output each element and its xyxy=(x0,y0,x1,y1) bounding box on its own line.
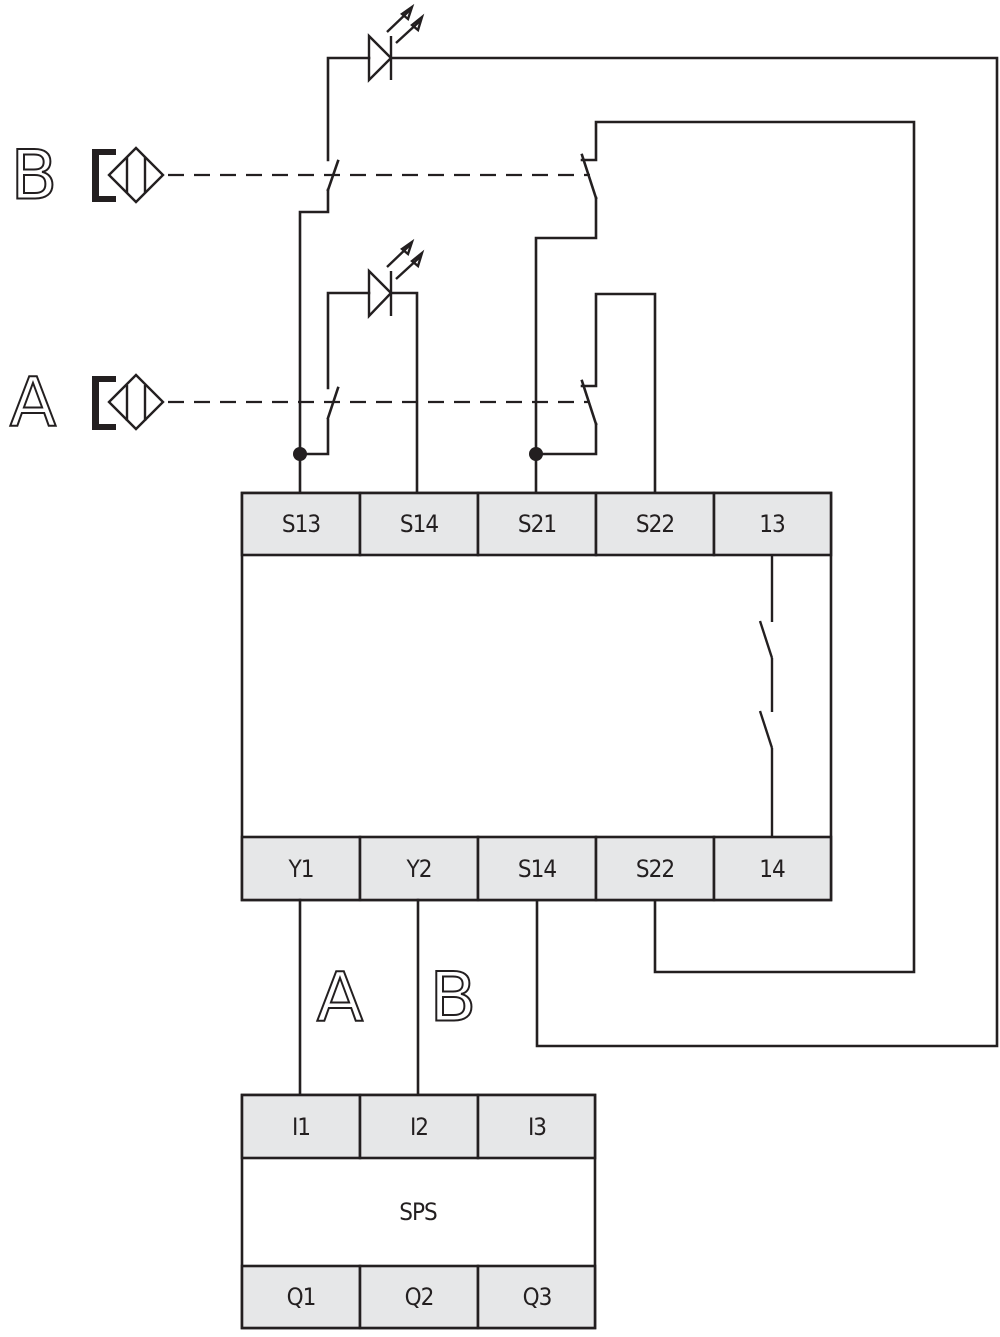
terminal-s22-bottom xyxy=(594,835,716,902)
signal-a-label: A xyxy=(317,959,364,1038)
led-a-icon xyxy=(367,238,425,319)
wire-s21-junction xyxy=(534,422,598,456)
switch-a-nc-contact xyxy=(580,379,598,426)
terminal-label: 14 xyxy=(759,855,785,883)
sensor-a-label: A xyxy=(10,364,57,443)
junction-dot-s13 xyxy=(293,447,307,461)
wire-s13-main xyxy=(298,188,330,495)
terminal-label: S22 xyxy=(636,855,674,883)
plc-output-q2 xyxy=(358,1264,480,1330)
led-b-icon xyxy=(367,3,425,83)
switch-b-nc-contact xyxy=(580,153,598,200)
safety-relay-body xyxy=(240,491,833,902)
switch-a-no-contact xyxy=(326,386,340,420)
plc-output-q3 xyxy=(476,1264,597,1330)
plc-title: SPS xyxy=(399,1198,437,1226)
signal-b-label: B xyxy=(430,959,477,1038)
plc-inputs: I1 I2 I3 xyxy=(240,1093,597,1160)
wire-switch-a-nc-to-s22 xyxy=(580,292,657,495)
plc-input-label: I1 xyxy=(292,1113,310,1141)
wire-led-b-return xyxy=(389,56,999,1048)
terminal-label: S14 xyxy=(400,510,438,538)
terminal-14 xyxy=(712,835,833,902)
wire-led-a-to-s14 xyxy=(389,291,419,495)
wire-switch-b-to-led-b xyxy=(326,56,371,162)
plc-outputs: Q1 Q2 Q3 xyxy=(240,1264,597,1330)
wire-s21-main xyxy=(534,196,598,495)
plc-output-label: Q1 xyxy=(287,1283,316,1311)
wire-switch-b-nc-top xyxy=(580,120,916,974)
terminal-label: Y1 xyxy=(288,855,314,883)
wire-junction-a xyxy=(298,418,330,456)
junction-dot-s21 xyxy=(529,447,543,461)
sensor-b-label: B xyxy=(11,137,58,216)
plc-input-i1 xyxy=(240,1093,362,1160)
terminal-label: S21 xyxy=(518,510,556,538)
terminal-13 xyxy=(712,491,833,557)
terminal-label: 13 xyxy=(759,510,785,538)
switch-b-no-contact xyxy=(326,159,340,192)
terminal-label: Y2 xyxy=(406,855,432,883)
plc-input-label: I3 xyxy=(528,1113,546,1141)
terminal-label: S22 xyxy=(636,510,674,538)
plc-input-label: I2 xyxy=(410,1113,428,1141)
plc-input-i2 xyxy=(358,1093,480,1160)
terminal-s14-bottom xyxy=(476,835,598,902)
plc-output-label: Q3 xyxy=(523,1283,552,1311)
relay-bottom-terminals: Y1 Y2 S14 S22 14 xyxy=(240,835,833,902)
terminal-label: S14 xyxy=(518,855,556,883)
wire-switch-a-to-led-a xyxy=(326,291,371,390)
proximity-sensor-b-icon xyxy=(92,146,165,204)
terminal-label: S13 xyxy=(282,510,320,538)
plc-input-i3 xyxy=(476,1093,597,1160)
terminal-s22 xyxy=(594,491,716,557)
proximity-sensor-a-icon xyxy=(92,373,165,431)
terminal-y1 xyxy=(240,835,362,902)
relay-output-contacts xyxy=(758,555,774,837)
plc-output-label: Q2 xyxy=(405,1283,434,1311)
relay-top-terminals: S13 S14 S21 S22 13 xyxy=(240,491,833,557)
